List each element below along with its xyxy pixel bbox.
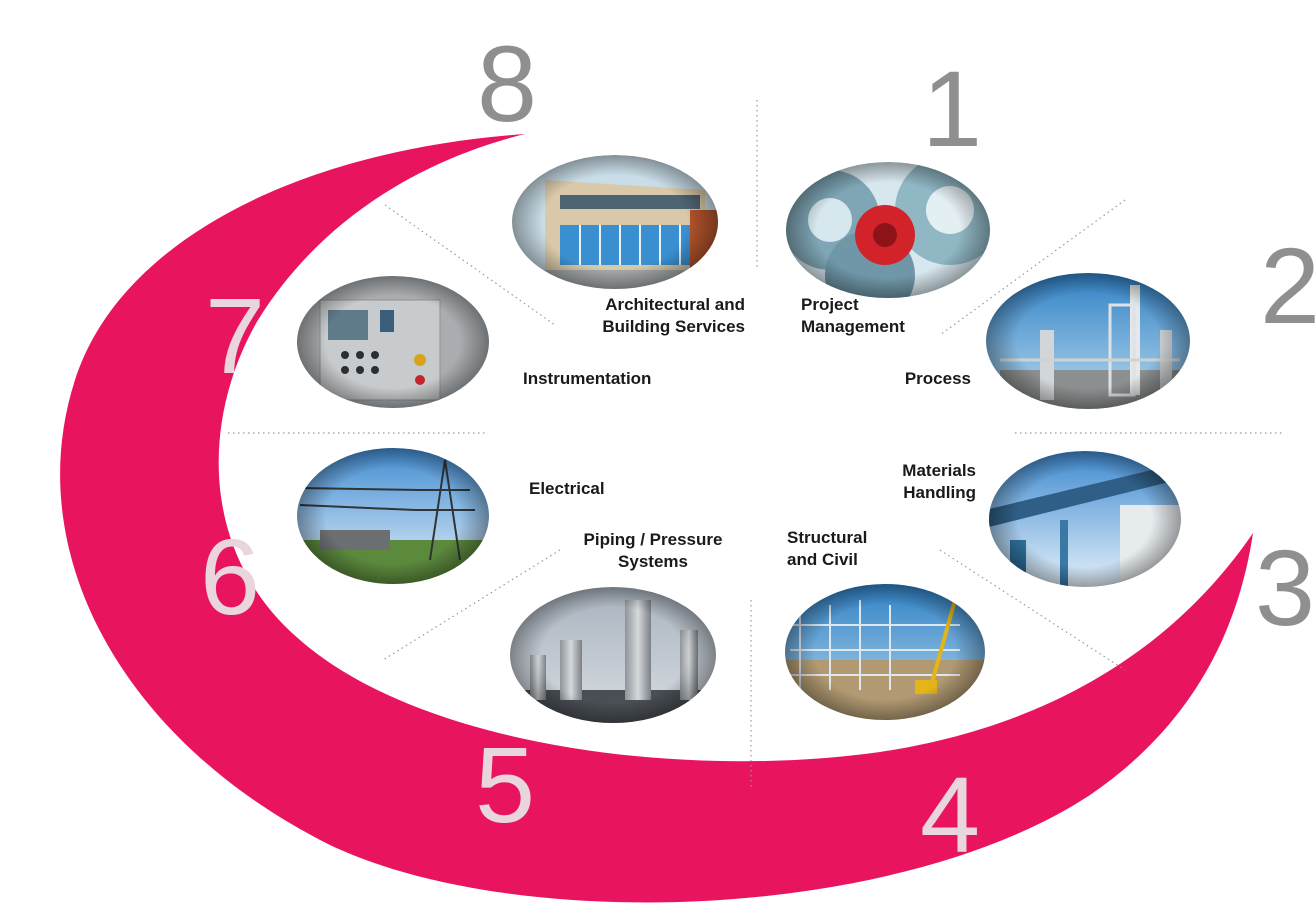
control-panel-photo [297,276,489,408]
power-pylon-photo [297,448,489,584]
segment-number-8: 8 [477,23,537,144]
process-plant-photo [986,273,1190,409]
label-line: Management [801,317,905,336]
label-line: Handling [903,483,976,502]
separator-lines [228,100,1282,790]
label-line: Instrumentation [523,369,651,388]
segment-number-4: 4 [920,754,980,875]
segment-number-3: 3 [1255,527,1315,648]
label-line: Systems [618,552,688,571]
segment-number-2: 2 [1260,225,1316,346]
label-line: Process [905,369,971,388]
separator-line [939,549,1126,671]
label-line: Materials [902,461,976,480]
segment-number-6: 6 [200,516,260,637]
label-line: Project [801,295,859,314]
label-instrumentation: Instrumentation [523,369,651,388]
building-photo [512,155,718,289]
label-process: Process [905,369,971,388]
segment-number-5: 5 [475,724,535,845]
label-electrical: Electrical [529,479,605,498]
segment-number-7: 7 [205,275,265,396]
segment-numbers: 1 2 3 4 5 6 7 8 [200,23,1316,875]
segment-number-1: 1 [922,48,982,169]
label-line: Architectural and [605,295,745,314]
conveyor-photo [989,451,1181,587]
label-line: Building Services [602,317,745,336]
separator-line [939,199,1126,336]
label-line: Electrical [529,479,605,498]
scaffolding-photo [785,584,985,720]
label-line: and Civil [787,550,858,569]
label-line: Structural [787,528,867,547]
label-line: Piping / Pressure [584,530,723,549]
refinery-photo [510,587,716,723]
pink-swirl-band [60,134,1254,903]
label-structural-and-civil: Structural and Civil [787,528,867,569]
